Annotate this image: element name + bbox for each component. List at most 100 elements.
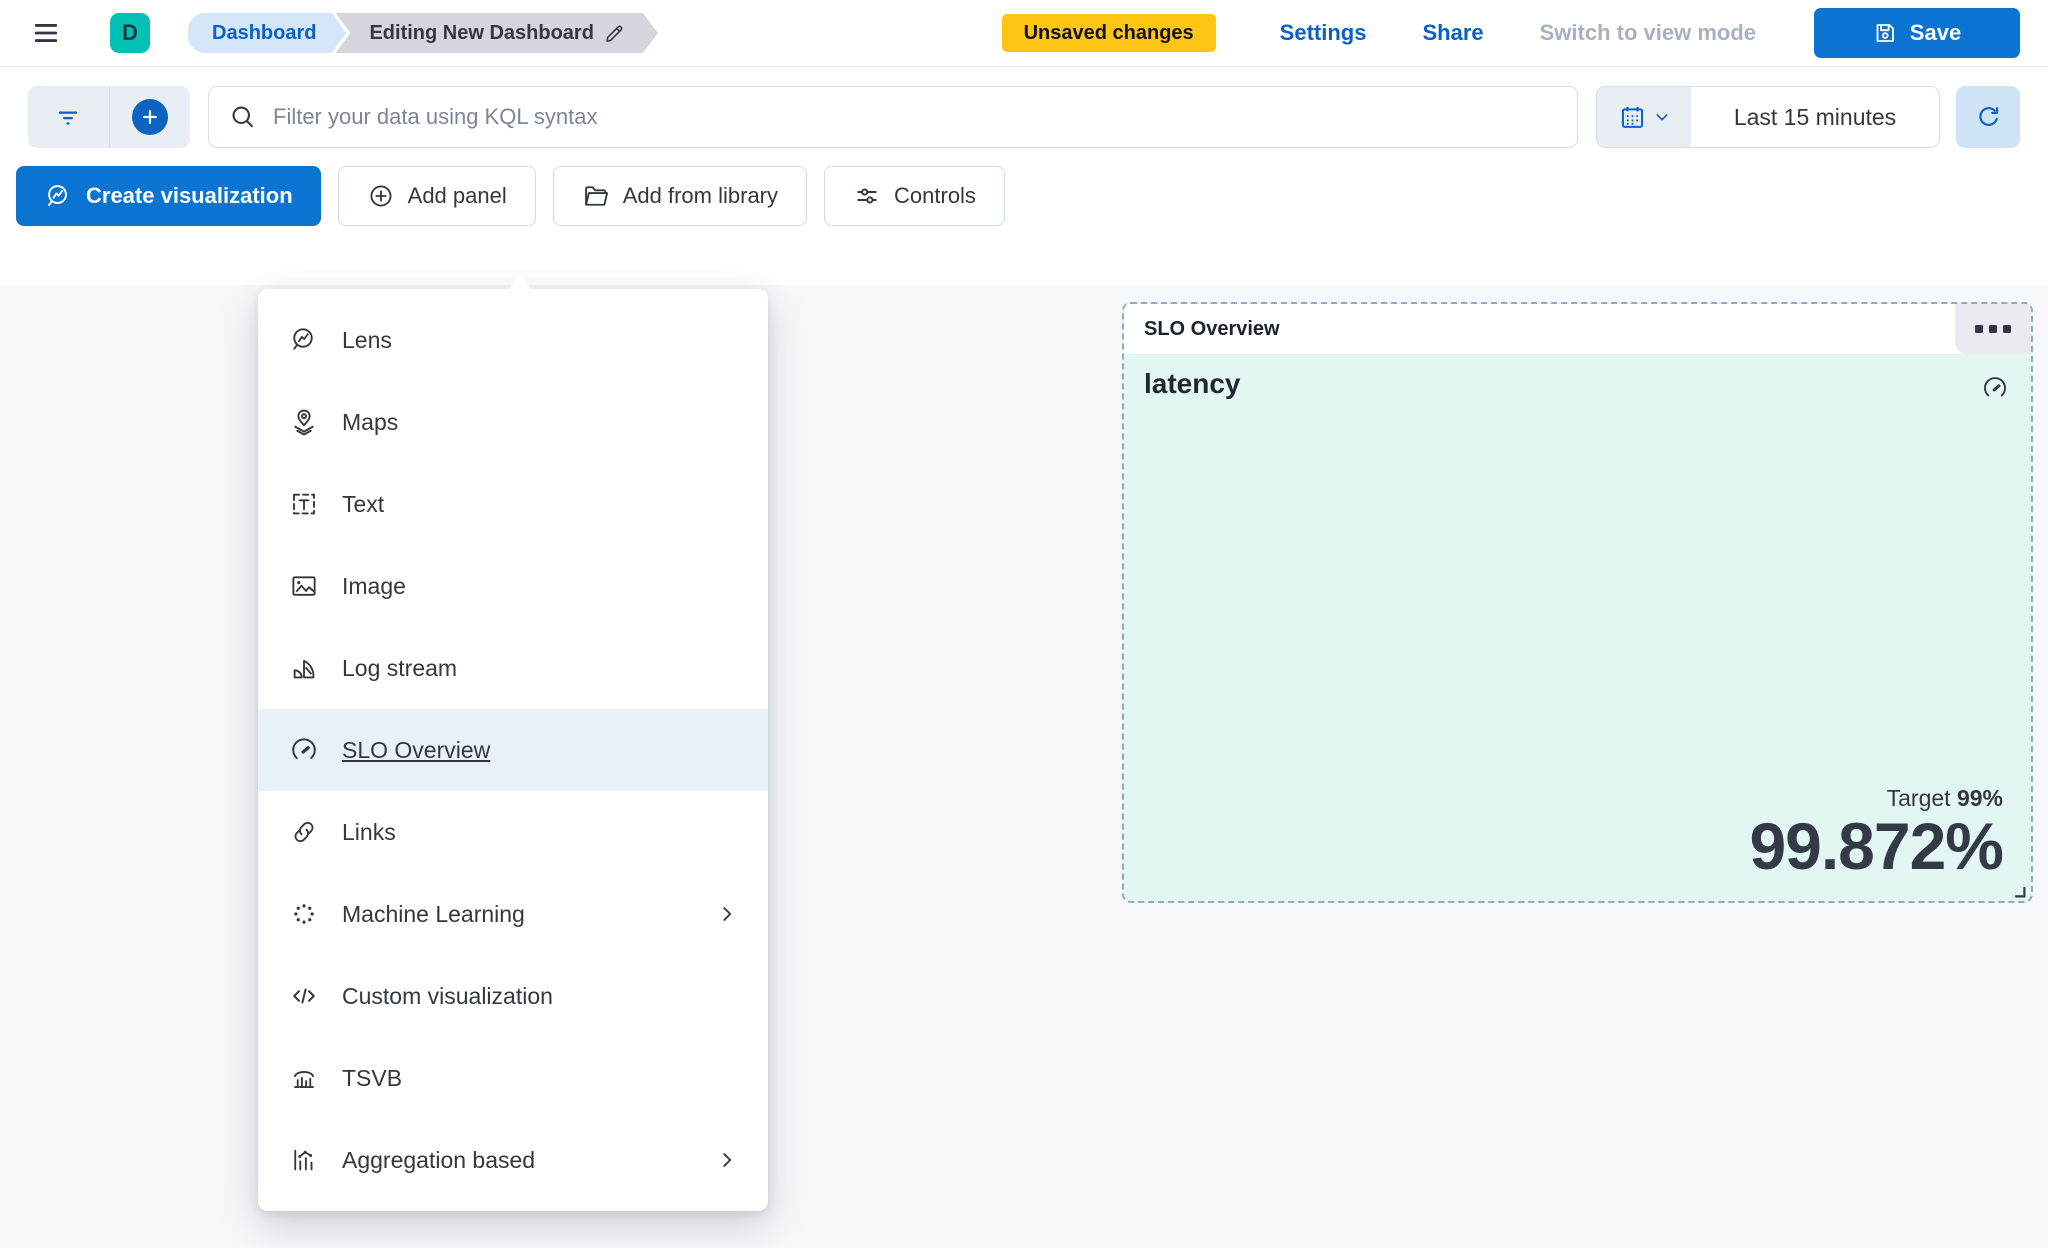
space-avatar-letter: D bbox=[122, 20, 138, 45]
menu-item-label: Image bbox=[342, 572, 406, 599]
image-icon bbox=[288, 571, 320, 601]
unsaved-changes-label: Unsaved changes bbox=[1023, 21, 1194, 44]
breadcrumb-editing-dashboard[interactable]: Editing New Dashboard bbox=[335, 13, 657, 53]
lens-icon bbox=[288, 325, 320, 355]
kql-search-box bbox=[208, 86, 1578, 148]
plus-circle-icon bbox=[131, 99, 168, 135]
menu-hamburger-button[interactable] bbox=[28, 19, 64, 47]
create-visualization-label: Create visualization bbox=[86, 183, 293, 208]
chevron-right-icon bbox=[716, 1149, 738, 1171]
menu-item-label: TSVB bbox=[342, 1064, 403, 1091]
slo-overview-panel[interactable]: SLO Overview latency Target 99% 99.872% bbox=[1122, 302, 2033, 903]
chevron-down-icon bbox=[1656, 114, 1667, 121]
calendar-icon bbox=[1621, 106, 1643, 128]
slo-target-line: Target 99% bbox=[1749, 785, 2003, 812]
menu-item-log-stream[interactable]: Log stream bbox=[258, 627, 768, 709]
settings-link[interactable]: Settings bbox=[1279, 20, 1367, 45]
pencil-icon bbox=[604, 22, 626, 44]
hamburger-icon bbox=[34, 24, 58, 42]
top-chrome: D Dashboard Editing New Dashboard Unsave… bbox=[0, 0, 2048, 285]
link-icon bbox=[288, 817, 320, 847]
panel-options-button[interactable] bbox=[1955, 304, 2031, 354]
slo-target-value: 99% bbox=[1956, 784, 2003, 811]
folder-icon bbox=[584, 186, 608, 206]
slo-panel-body: latency Target 99% 99.872% bbox=[1124, 354, 2031, 901]
menu-item-slo-overview[interactable]: SLO Overview bbox=[258, 709, 768, 791]
header-bar: D Dashboard Editing New Dashboard Unsave… bbox=[0, 0, 2048, 67]
plus-circle-outline-icon bbox=[370, 185, 392, 207]
query-bar: Last 15 minutes bbox=[28, 86, 2020, 148]
slo-values: Target 99% 99.872% bbox=[1749, 785, 2004, 883]
breadcrumb: Dashboard Editing New Dashboard bbox=[188, 13, 658, 53]
panel-header: SLO Overview bbox=[1124, 304, 2031, 354]
controls-button[interactable]: Controls bbox=[824, 166, 1005, 226]
menu-item-label: Custom visualization bbox=[342, 982, 553, 1009]
resize-handle-icon[interactable] bbox=[2013, 885, 2026, 898]
create-visualization-button[interactable]: Create visualization bbox=[16, 166, 321, 226]
menu-item-label: Log stream bbox=[342, 654, 458, 681]
panel-options-icon bbox=[1975, 325, 1983, 333]
tsvb-icon bbox=[288, 1063, 320, 1093]
refresh-icon bbox=[1978, 106, 1998, 126]
breadcrumb-dashboard[interactable]: Dashboard bbox=[188, 13, 346, 53]
filter-toggle-button[interactable] bbox=[28, 86, 109, 148]
menu-item-machine-learning[interactable]: Machine Learning bbox=[258, 873, 768, 955]
time-range-value[interactable]: Last 15 minutes bbox=[1691, 87, 1939, 147]
save-floppy-icon bbox=[1876, 24, 1894, 42]
lens-icon bbox=[48, 184, 67, 206]
menu-item-lens[interactable]: Lens bbox=[258, 299, 768, 381]
menu-item-label: Text bbox=[342, 490, 385, 517]
breadcrumb-editing-label: Editing New Dashboard bbox=[369, 21, 594, 44]
log-stream-icon bbox=[288, 653, 320, 683]
text-icon bbox=[288, 489, 320, 519]
add-from-library-button[interactable]: Add from library bbox=[552, 166, 808, 226]
add-panel-label: Add panel bbox=[407, 183, 507, 208]
menu-item-custom-visualization[interactable]: Custom visualization bbox=[258, 955, 768, 1037]
slo-name: latency bbox=[1144, 368, 1241, 399]
share-link[interactable]: Share bbox=[1422, 20, 1484, 45]
gauge-icon bbox=[1981, 374, 2009, 402]
controls-label: Controls bbox=[894, 183, 976, 208]
save-button-label: Save bbox=[1909, 20, 1962, 45]
menu-item-aggregation-based[interactable]: Aggregation based bbox=[258, 1119, 768, 1201]
menu-item-label: Lens bbox=[342, 326, 392, 353]
save-button[interactable]: Save bbox=[1814, 8, 2020, 58]
menu-item-label: Aggregation based bbox=[342, 1146, 536, 1173]
search-icon bbox=[232, 106, 253, 128]
kql-search-input[interactable] bbox=[273, 104, 1557, 130]
menu-item-text[interactable]: Text bbox=[258, 463, 768, 545]
menu-item-tsvb[interactable]: TSVB bbox=[258, 1037, 768, 1119]
maps-icon bbox=[288, 407, 320, 437]
slo-current-value: 99.872% bbox=[1749, 808, 2004, 883]
menu-item-label: Maps bbox=[342, 408, 399, 435]
panel-title: SLO Overview bbox=[1144, 317, 1280, 340]
menu-item-image[interactable]: Image bbox=[258, 545, 768, 627]
chevron-right-icon bbox=[716, 903, 738, 925]
date-picker-button[interactable] bbox=[1597, 87, 1691, 147]
aggregation-icon bbox=[288, 1145, 320, 1175]
header-actions: Unsaved changes Settings Share Switch to… bbox=[1001, 8, 2020, 58]
time-range-picker: Last 15 minutes bbox=[1596, 86, 1940, 148]
switch-to-view-mode-link[interactable]: Switch to view mode bbox=[1539, 20, 1756, 45]
filter-icon bbox=[58, 111, 78, 125]
menu-item-label: Machine Learning bbox=[342, 900, 525, 927]
breadcrumb-dashboard-label: Dashboard bbox=[212, 21, 317, 44]
menu-item-links[interactable]: Links bbox=[258, 791, 768, 873]
add-from-library-label: Add from library bbox=[622, 183, 779, 208]
menu-item-maps[interactable]: Maps bbox=[258, 381, 768, 463]
slo-target-label: Target bbox=[1886, 784, 1951, 811]
code-icon bbox=[288, 981, 320, 1011]
menu-item-label: Links bbox=[342, 818, 396, 845]
gauge-icon bbox=[288, 735, 320, 765]
filter-controls-group bbox=[28, 86, 190, 148]
add-panel-menu: Lens Maps Text bbox=[258, 289, 768, 1211]
dashboard-toolbar: Create visualization Add panel Add from … bbox=[16, 166, 2020, 226]
space-avatar[interactable]: D bbox=[110, 13, 150, 53]
sliders-icon bbox=[857, 188, 877, 204]
unsaved-changes-badge: Unsaved changes bbox=[1001, 14, 1216, 52]
refresh-button[interactable] bbox=[1956, 86, 2020, 148]
add-filter-button[interactable] bbox=[108, 86, 191, 148]
menu-item-label: SLO Overview bbox=[342, 736, 491, 763]
add-panel-button[interactable]: Add panel bbox=[337, 166, 536, 226]
machine-learning-icon bbox=[288, 899, 320, 929]
